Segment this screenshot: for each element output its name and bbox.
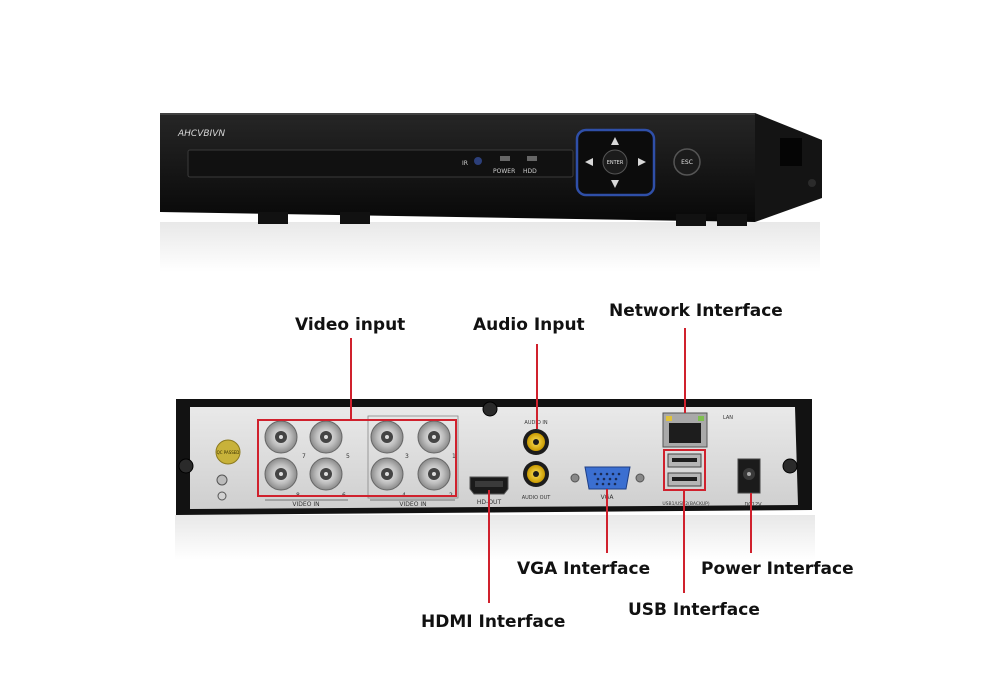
power-interface-callout: Power Interface <box>701 559 854 579</box>
front-feet <box>258 212 747 226</box>
bnc-number: 7 <box>302 453 306 460</box>
front-view: AHCVBIVN IR POWER HDD ENTER ESC <box>160 113 822 272</box>
front-bay <box>187 149 574 178</box>
front-side-face <box>755 113 822 222</box>
vga-port <box>584 466 631 490</box>
ir-sensor <box>474 157 482 165</box>
hdd-led <box>527 156 537 161</box>
vga-pins <box>593 472 621 486</box>
vga-screw-right <box>635 473 645 483</box>
audio-in-port <box>523 429 549 455</box>
nav-up-arrow-icon[interactable] <box>611 137 619 145</box>
hdd-label: HDD <box>523 168 537 175</box>
lan-label: LAN <box>723 415 733 421</box>
side-vents <box>780 138 816 187</box>
ground-screw <box>216 474 228 486</box>
bnc-connector <box>309 457 343 491</box>
audio-out-port <box>523 461 549 487</box>
bnc-connectors <box>264 420 451 491</box>
bnc-number: 5 <box>346 453 350 460</box>
bnc-connector <box>417 457 451 491</box>
power-led <box>500 156 510 161</box>
bnc-connector <box>264 420 298 454</box>
qc-sticker <box>215 439 241 465</box>
front-reflection <box>160 222 820 272</box>
video-in-label-2: VIDEO IN <box>399 501 426 508</box>
audio-out-label: AUDIO OUT <box>522 495 552 501</box>
ground-icon <box>217 491 227 501</box>
rear-reflection <box>175 515 815 560</box>
esc-button[interactable] <box>673 148 701 176</box>
nav-down-arrow-icon[interactable] <box>611 180 619 188</box>
vga-screw-left <box>570 473 580 483</box>
nav-left-arrow-icon[interactable] <box>585 158 593 166</box>
vga-interface-callout: VGA Interface <box>517 559 651 579</box>
esc-label: ESC <box>681 159 693 166</box>
rear-plate <box>190 407 798 509</box>
rear-view: QC PASSED 7 5 3 1 8 6 4 2 VIDEO <box>175 399 815 560</box>
bnc-group-box <box>367 415 459 499</box>
bnc-connector <box>370 420 404 454</box>
qc-label: QC PASSED <box>217 450 240 455</box>
bnc-connector <box>370 457 404 491</box>
bnc-number: 3 <box>405 453 409 460</box>
callout-markers <box>257 328 752 603</box>
video-input-callout: Video input <box>295 315 406 335</box>
network-interface-callout: Network Interface <box>609 301 783 321</box>
video-input-box <box>257 419 457 497</box>
ir-label: IR <box>462 160 468 167</box>
power-label: POWER <box>493 168 515 175</box>
bnc-connector <box>264 457 298 491</box>
video-in-label-1: VIDEO IN <box>292 501 319 508</box>
usb-interface-callout: USB Interface <box>628 600 760 620</box>
nav-right-arrow-icon[interactable] <box>638 158 646 166</box>
audio-input-callout: Audio Input <box>473 315 585 335</box>
enter-button[interactable] <box>602 149 628 175</box>
bnc-connector <box>417 420 451 454</box>
dc-label: DC12V <box>744 502 762 508</box>
hdmi-interface-callout: HDMI Interface <box>421 612 566 632</box>
bnc-connector <box>309 420 343 454</box>
brand-logo: AHCVBIVN <box>177 129 225 139</box>
rear-screws <box>178 401 798 474</box>
bnc-number: 1 <box>452 453 456 460</box>
usb-label: USB1/USB2(BACKUP) <box>662 501 710 507</box>
enter-label: ENTER <box>607 160 624 166</box>
